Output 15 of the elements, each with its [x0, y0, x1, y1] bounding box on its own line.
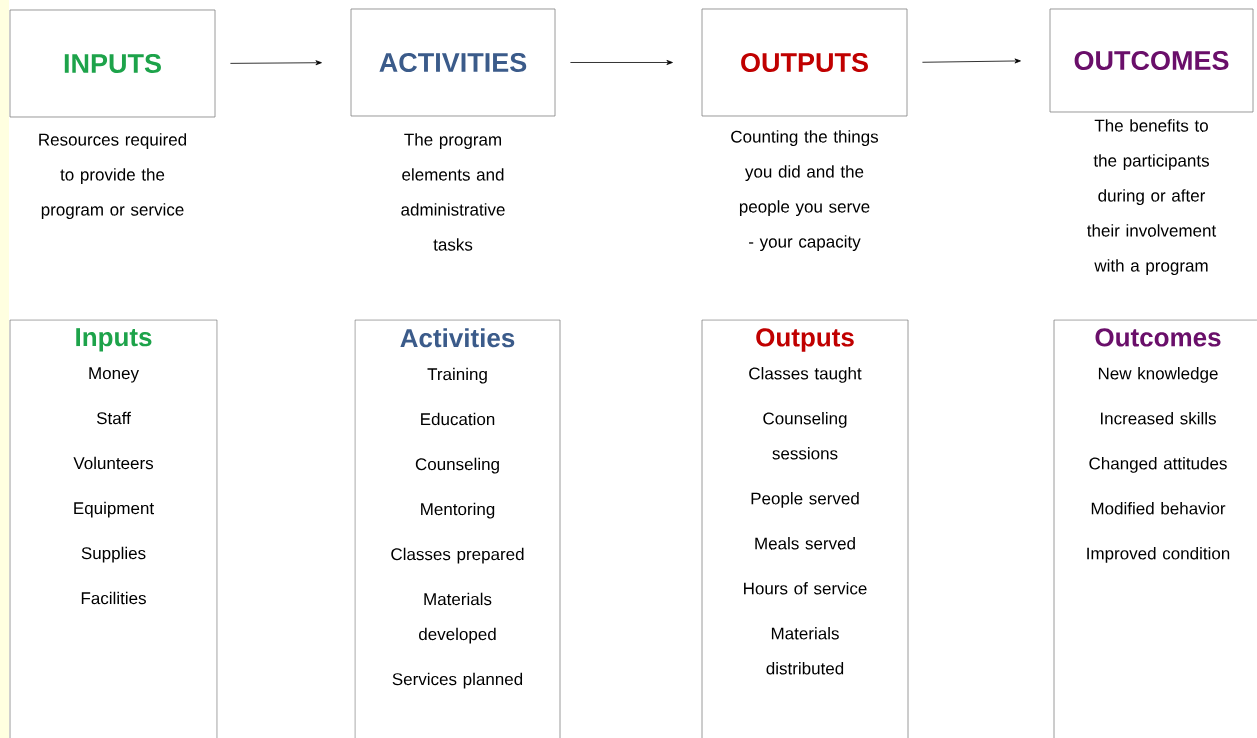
arrow — [230, 60, 322, 66]
arrow — [570, 60, 673, 65]
heading-box: INPUTS — [9, 9, 216, 118]
arrow — [922, 58, 1021, 64]
heading-box: ACTIVITIES — [350, 8, 556, 117]
description-text: The benefits to the participants during or after their involvement with a program — [1087, 119, 1217, 276]
description-text: Resources required to provide the program or service — [39, 133, 187, 220]
heading-box: OUTCOMES — [1049, 8, 1254, 113]
description-text: The program elements and administrative tasks — [401, 133, 505, 251]
heading-box: OUTPUTS — [701, 8, 908, 117]
description-text: Counting the things you did and the people you serve - your capacity — [731, 130, 879, 252]
list-box: Activities Training Education Counseling Mentoring Classes prepared Materials developed Services planned — [354, 319, 561, 738]
list-box: Outputs Classes taught Counseling sessions People served Meals served Hours of service Materials distributed — [701, 319, 909, 738]
list-box: Inputs Money Staff Volunteers Equipment Supplies Facilities — [9, 319, 218, 738]
list-box: Outcomes New knowledge Increased skills Changed attitudes Modified behavior Improved condition — [1053, 319, 1257, 738]
